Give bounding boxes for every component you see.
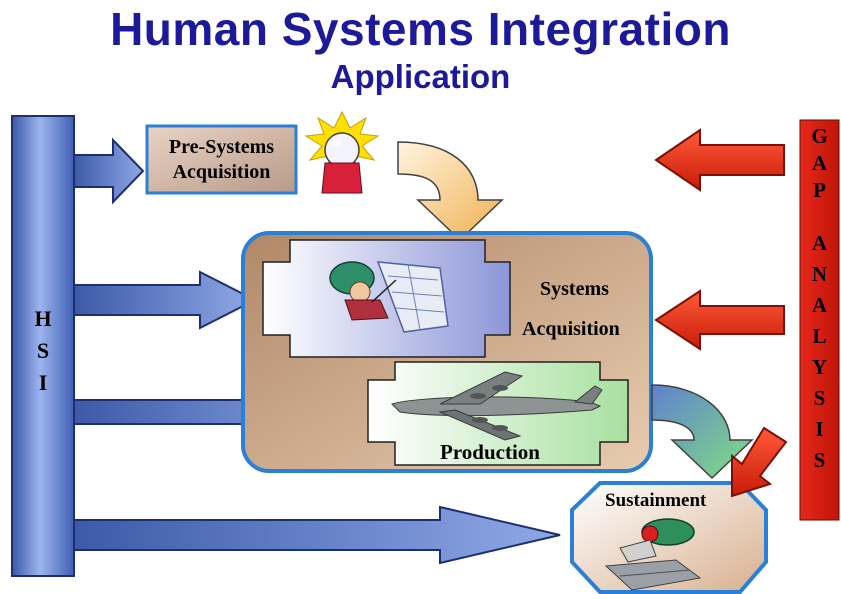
hsi-letter: H <box>34 306 52 331</box>
hsi-bar <box>11 115 75 577</box>
systems-acquisition-label-line1: Systems <box>540 278 609 300</box>
curved-arrow-to-sustainment <box>651 384 754 480</box>
cargo-plane-icon <box>391 371 603 441</box>
pre-systems-box <box>145 124 298 195</box>
page-subtitle: Application <box>330 58 511 95</box>
red-arrow-to-pre-systems <box>654 128 785 192</box>
gap-letter: Y <box>811 355 828 379</box>
engineer-icon <box>329 261 449 333</box>
hsi-letter: I <box>38 370 48 395</box>
crystal-ball-icon <box>304 110 380 194</box>
gap-letter: G <box>811 124 828 148</box>
red-arrow-to-sustainment <box>731 426 788 498</box>
arrow-to-pre-systems <box>73 137 145 205</box>
red-arrow-to-systems <box>654 289 785 351</box>
gap-analysis-bar <box>799 119 840 521</box>
curved-arrow-to-systems <box>397 141 504 242</box>
page-title: Human Systems Integration <box>110 3 731 55</box>
gap-letter: S <box>813 386 826 410</box>
gap-letter: A <box>811 231 828 255</box>
pre-systems-line1: Pre-Systems <box>168 136 275 158</box>
gap-letter: A <box>811 293 828 317</box>
pre-systems-line2: Acquisition <box>172 161 271 183</box>
production-label: Production <box>440 440 540 464</box>
arrow-to-sustainment <box>73 505 561 565</box>
sustainment-label: Sustainment <box>605 490 707 511</box>
hsi-label: H S I <box>12 303 74 399</box>
gap-letter: L <box>812 324 827 348</box>
systems-acquisition-panel <box>262 239 511 358</box>
gap-letter: P <box>813 178 826 202</box>
gap-letter: A <box>811 151 828 175</box>
gap-letter: I <box>815 417 824 441</box>
mechanic-icon <box>604 518 702 591</box>
hsi-letter: S <box>36 338 50 363</box>
systems-acquisition-label-line2: Acquisition <box>522 318 620 340</box>
pre-systems-label: Pre-Systems Acquisition <box>147 135 296 185</box>
gap-letter: S <box>813 448 826 472</box>
gap-letter: N <box>811 262 828 286</box>
gap-analysis-label: G A P A N A L Y S I S <box>800 123 839 476</box>
arrow-to-systems-acquisition <box>73 270 258 330</box>
